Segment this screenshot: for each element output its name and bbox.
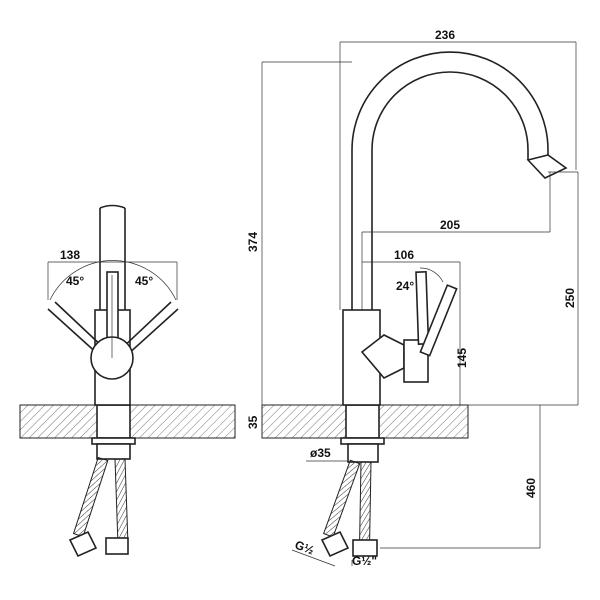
side-view: 24° 236 205 106 374 250 145 35 ø35 460 — [246, 28, 579, 568]
fitting-left — [320, 530, 350, 558]
hose-left — [72, 456, 109, 538]
dim-width: 138 — [60, 248, 80, 262]
angle-left: 45° — [66, 274, 84, 288]
dim-reach-spout: 205 — [440, 218, 460, 232]
handle-lever-tilted — [419, 284, 458, 357]
mount-shank — [345, 404, 380, 439]
dim-counter-thickness: 35 — [246, 415, 260, 429]
dim-handle-height: 145 — [455, 348, 469, 368]
dim-handle-reach: 106 — [394, 248, 414, 262]
thread-left: G½ — [293, 538, 316, 558]
fitting-right — [352, 539, 378, 557]
spout-outer — [351, 51, 549, 310]
dim-height-total: 374 — [246, 232, 260, 252]
thread-right: G½" — [352, 554, 377, 568]
dim-hole-diameter: ø35 — [310, 446, 331, 460]
dim-spout-height: 250 — [563, 288, 577, 308]
fitting-right — [105, 537, 129, 555]
angle-right: 45° — [135, 274, 153, 288]
handle-lever-center — [106, 271, 119, 343]
hose-right — [114, 458, 129, 540]
handle-lever — [415, 270, 430, 345]
dim-reach-total: 236 — [435, 28, 455, 42]
fitting-left — [68, 530, 98, 558]
spout-inner — [371, 71, 529, 310]
hose-right — [359, 461, 372, 541]
hose-left — [322, 459, 361, 538]
handle-lever-right — [119, 301, 179, 357]
dim-hose-length: 460 — [524, 478, 538, 498]
handle-angle: 24° — [396, 279, 414, 293]
mount-shank — [96, 404, 131, 439]
front-view: 138 45° 45° — [19, 204, 236, 558]
spout-nozzle — [526, 154, 568, 179]
